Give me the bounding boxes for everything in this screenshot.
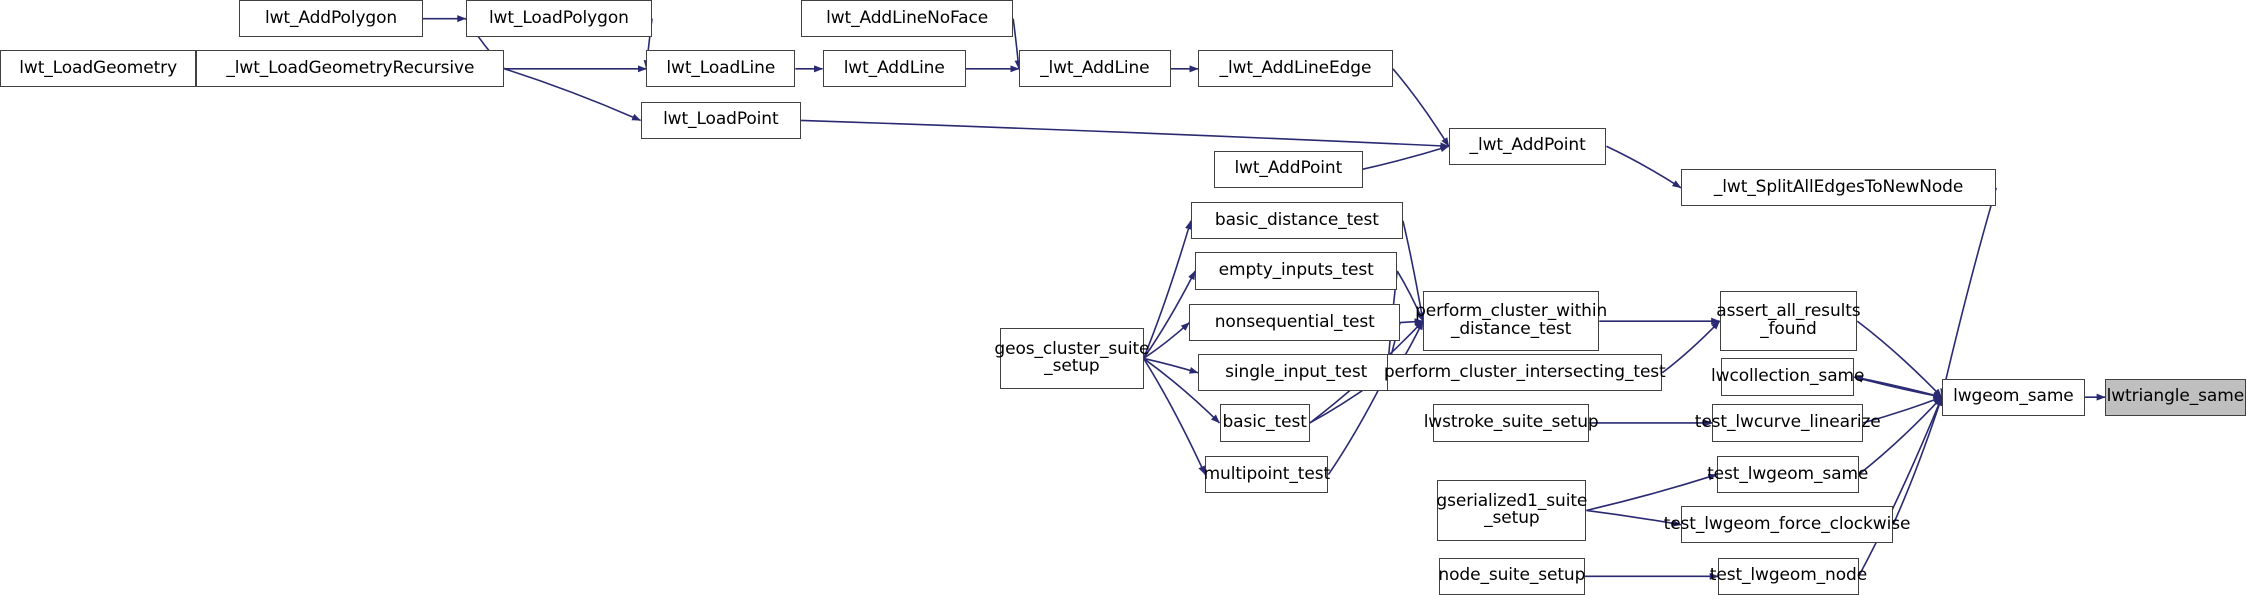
graph-edge-lwt_AddPoint--to--_lwt_AddPoint [1362,145,1450,170]
graph-edge-lwgeom_same--to--lwcollection_same [1853,375,1942,398]
graph-edge-test_lwgeom_same--to--lwgeom_same [1858,396,1943,476]
graph-node-single_input_test[interactable]: single_input_test [1198,354,1395,392]
graph-edge-gserialized1_suite_setup--to--test_lwgeom_same [1586,473,1718,512]
graph-node-test_lwcurve_linearize[interactable]: test_lwcurve_linearize [1695,404,1881,442]
graph-node-lwcollection_same[interactable]: lwcollection_same [1711,358,1864,396]
graph-edge-geos_cluster_suite_setup--to--empty_inputs_test [1142,270,1196,359]
graph-node-empty_inputs_test[interactable]: empty_inputs_test [1195,252,1398,290]
graph-node-_lwt_LoadGeometryRecursive[interactable]: _lwt_LoadGeometryRecursive [196,50,505,88]
graph-node-test_lwgeom_node[interactable]: test_lwgeom_node [1710,557,1867,595]
graph-node-lwt_AddPolygon[interactable]: lwt_AddPolygon [239,0,423,38]
graph-edge-test_lwgeom_force_clockwise--to--lwgeom_same [1892,396,1943,526]
graph-node-lwt_LoadPolygon[interactable]: lwt_LoadPolygon [465,0,653,38]
graph-node-lwt_LoadLine[interactable]: lwt_LoadLine [646,50,796,88]
graph-edge-geos_cluster_suite_setup--to--basic_distance_test [1142,220,1192,359]
graph-edge-perform_cluster_intersecting_test--to--assert_all_results_found [1661,320,1721,374]
graph-node-perform_cluster_intersecting_test[interactable]: perform_cluster_intersecting_test [1384,354,1666,392]
graph-edge-_lwt_AddPoint--to--_lwt_SplitAllEdgesToNewNode [1606,145,1682,189]
graph-node-perform_cluster_within_distance_test[interactable]: perform_cluster_within _distance_test [1415,291,1607,352]
graph-node-lwt_LoadPoint[interactable]: lwt_LoadPoint [640,101,802,140]
graph-node-_lwt_AddLineEdge[interactable]: _lwt_AddLineEdge [1198,50,1393,88]
graph-edge-_lwt_SplitAllEdgesToNewNode--to--lwgeom_same [1940,187,1997,398]
graph-edge-_lwt_LoadGeometryRecursive--to--lwt_LoadPoint [504,68,642,122]
graph-node-lwt_AddPoint[interactable]: lwt_AddPoint [1213,150,1363,188]
graph-node-test_lwgeom_force_clockwise[interactable]: test_lwgeom_force_clockwise [1664,506,1910,544]
graph-node-lwt_LoadGeometry[interactable]: lwt_LoadGeometry [0,50,197,88]
graph-node-test_lwgeom_same[interactable]: test_lwgeom_same [1707,455,1868,494]
graph-node-_lwt_SplitAllEdgesToNewNode[interactable]: _lwt_SplitAllEdgesToNewNode [1680,169,1997,207]
graph-node-lwstroke_suite_setup[interactable]: lwstroke_suite_setup [1424,404,1599,442]
graph-node-basic_test[interactable]: basic_test [1219,404,1310,442]
graph-edge-_lwt_AddLineEdge--to--_lwt_AddPoint [1392,68,1450,147]
graph-node-assert_all_results_found[interactable]: assert_all_results _found [1716,291,1861,352]
graph-node-lwt_AddLineNoFace[interactable]: lwt_AddLineNoFace [801,0,1014,38]
graph-node-basic_distance_test[interactable]: basic_distance_test [1190,202,1403,240]
graph-edge-geos_cluster_suite_setup--to--single_input_test [1143,357,1199,374]
graph-node-node_suite_setup[interactable]: node_suite_setup [1438,557,1585,595]
graph-node-lwgeom_same[interactable]: lwgeom_same [1941,378,2086,416]
graph-edge-geos_cluster_suite_setup--to--nonsequential_test [1143,321,1190,360]
graph-node-lwtriangle_same[interactable]: lwtriangle_same [2105,378,2246,416]
graph-node-geos_cluster_suite_setup[interactable]: geos_cluster_suite _setup [994,328,1150,389]
graph-node-gserialized1_suite_setup[interactable]: gserialized1_suite _setup [1436,480,1587,541]
graph-edge-lwcollection_same--to--lwgeom_same [1854,376,1943,399]
graph-node-_lwt_AddLine[interactable]: _lwt_AddLine [1018,50,1171,88]
graph-edge-assert_all_results_found--to--lwgeom_same [1856,320,1943,398]
graph-edge-geos_cluster_suite_setup--to--multipoint_test [1142,358,1206,476]
graph-node-_lwt_AddPoint[interactable]: _lwt_AddPoint [1448,127,1607,165]
graph-node-nonsequential_test[interactable]: nonsequential_test [1189,303,1401,342]
graph-edge-lwt_LoadPoint--to--_lwt_AddPoint [801,119,1450,150]
graph-node-multipoint_test[interactable]: multipoint_test [1204,455,1330,494]
graph-node-lwt_AddLine[interactable]: lwt_AddLine [822,50,966,88]
